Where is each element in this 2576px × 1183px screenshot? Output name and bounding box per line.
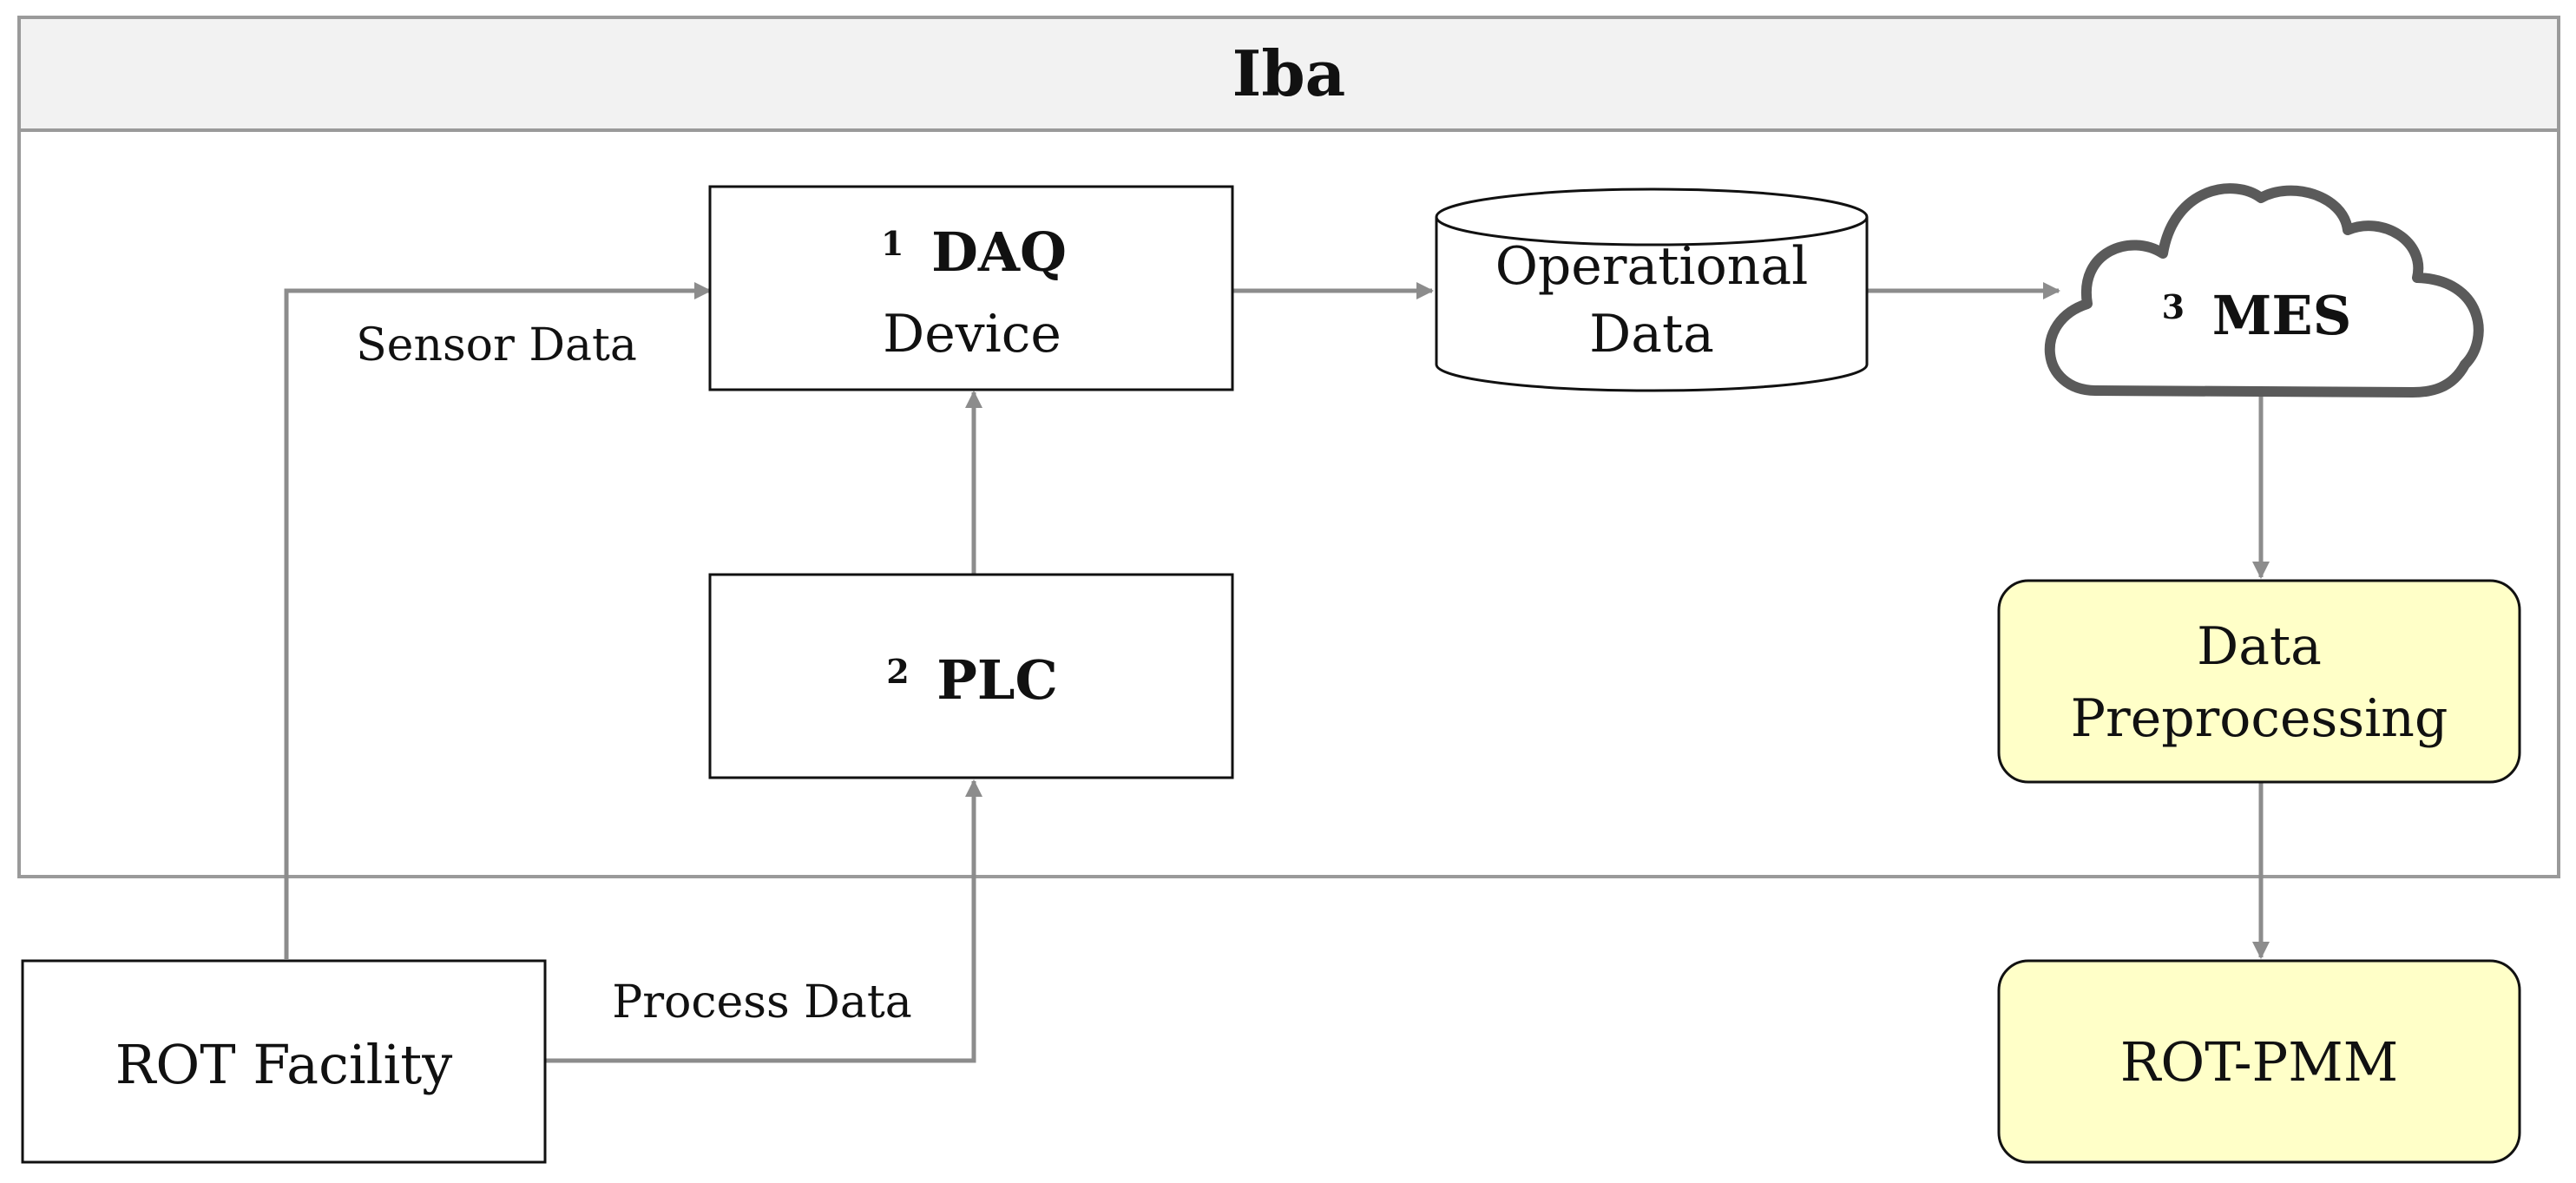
operational-data-line1: Operational <box>1495 236 1809 297</box>
preprocessing-line1: Data <box>2197 616 2322 677</box>
plc-label: PLC <box>936 648 1058 712</box>
plc-box <box>708 573 1234 779</box>
mes-node: 3 MES <box>2044 183 2484 398</box>
data-preprocessing-node: Data Preprocessing <box>1997 579 2521 784</box>
rot-facility-box <box>21 959 547 1164</box>
plc-node: 2 PLC <box>708 573 1234 779</box>
operational-data-line2: Data <box>1589 304 1714 365</box>
connectors <box>284 282 2270 1063</box>
plc-superscript: 2 <box>886 652 909 691</box>
daq-device-node: 1 DAQ Device <box>708 185 1234 391</box>
mes-label: MES <box>2212 284 2352 347</box>
rot-facility-label: ROT Facility <box>115 1033 453 1096</box>
daq-label: DAQ <box>931 220 1067 284</box>
iba-header <box>17 16 2560 132</box>
sensor-data-arrow <box>284 282 712 959</box>
daq-box <box>708 185 1234 391</box>
preprocessing-box <box>1997 579 2521 784</box>
process-data-arrow <box>545 779 982 1063</box>
operational-data-node: Operational Data <box>1435 187 1869 392</box>
rot-pmm-box <box>1997 959 2521 1164</box>
svg-text:1 DAQ: 1 DAQ <box>881 205 1067 284</box>
cloud-icon <box>2044 183 2484 398</box>
process-data-label: Process Data <box>612 976 912 1029</box>
iba-title: Iba <box>1232 36 1346 110</box>
rot-pmm-label: ROT-PMM <box>2120 1030 2399 1094</box>
daq-superscript: 1 <box>881 224 904 263</box>
daq-sublabel: Device <box>883 304 1061 365</box>
preprocessing-line2: Preprocessing <box>2071 688 2448 749</box>
rot-pmm-node: ROT-PMM <box>1997 959 2521 1164</box>
database-top <box>1435 187 1869 246</box>
database-icon <box>1435 217 1869 392</box>
rot-facility-node: ROT Facility <box>21 959 547 1164</box>
sensor-data-label: Sensor Data <box>356 319 637 371</box>
svg-text:3 MES: 3 MES <box>2162 268 2352 347</box>
mes-superscript: 3 <box>2162 287 2185 326</box>
svg-text:2 PLC: 2 PLC <box>886 633 1058 712</box>
